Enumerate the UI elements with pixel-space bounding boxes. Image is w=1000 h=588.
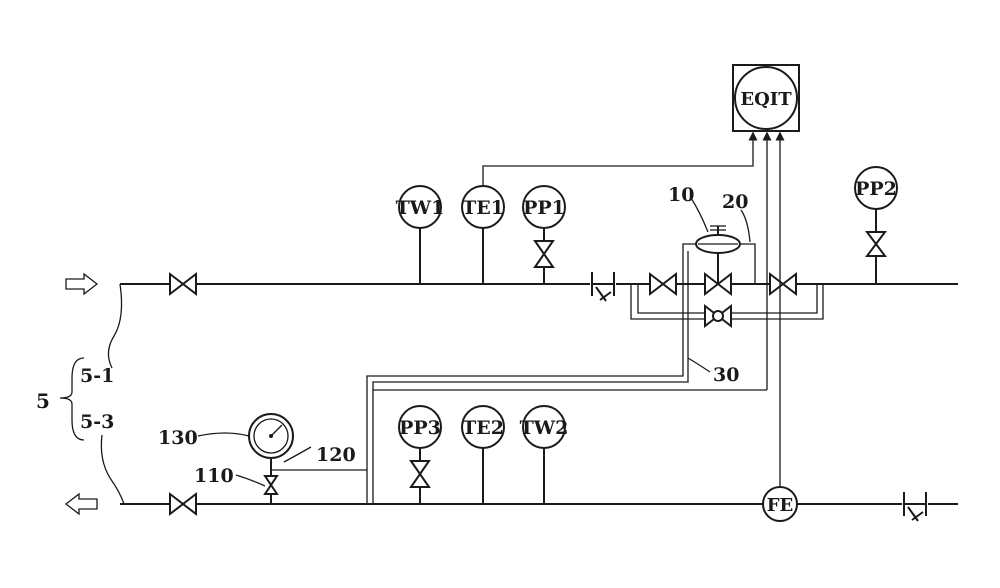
pp3-instrument: PP3 (399, 406, 441, 504)
label-20: 20 (722, 191, 748, 213)
te1-instrument: TE1 (462, 186, 504, 284)
label-5: 5 (36, 389, 50, 413)
fe-label: FE (767, 495, 794, 516)
eqit-label: EQIT (740, 89, 792, 110)
fe-flow-meter: FE (763, 487, 797, 521)
supply-inlet-valve (170, 274, 196, 294)
leader-110 (236, 475, 265, 486)
label-5-3: 5-3 (80, 411, 114, 433)
te1-label: TE1 (462, 197, 504, 219)
pp1-instrument: PP1 (523, 186, 565, 284)
leader-130 (198, 433, 249, 436)
tw1-instrument: TW1 (396, 186, 445, 284)
tw2-instrument: TW2 (520, 406, 569, 504)
inlet-flow-arrow (66, 274, 97, 294)
pp2-label: PP2 (855, 178, 897, 200)
pp2-instrument: PP2 (855, 167, 897, 284)
label-30: 30 (713, 364, 739, 386)
label-10: 10 (668, 184, 694, 206)
supply-valve-after-control (770, 274, 796, 294)
outlet-flow-arrow (66, 494, 97, 514)
actuator-signal-line (740, 244, 755, 284)
leader-5-3 (101, 435, 124, 504)
label-110: 110 (194, 465, 234, 487)
label-130: 130 (158, 427, 198, 449)
te2-label: TE2 (462, 417, 504, 439)
tw1-label: TW1 (396, 197, 445, 219)
te2-instrument: TE2 (462, 406, 504, 504)
leader-20 (741, 210, 750, 242)
supply-valve-before-control (650, 274, 676, 294)
leader-5-1 (108, 284, 121, 368)
bypass-valve (705, 306, 731, 326)
eqit-unit: EQIT (733, 65, 799, 131)
leader-30 (688, 358, 710, 372)
label-120: 120 (316, 444, 356, 466)
supply-strainer (592, 272, 614, 301)
tw2-label: TW2 (520, 417, 569, 439)
pp3-label: PP3 (399, 417, 441, 439)
label-5-1: 5-1 (80, 365, 114, 387)
pp1-label: PP1 (523, 197, 565, 219)
return-strainer (904, 492, 926, 521)
return-outlet-valve (170, 494, 196, 514)
